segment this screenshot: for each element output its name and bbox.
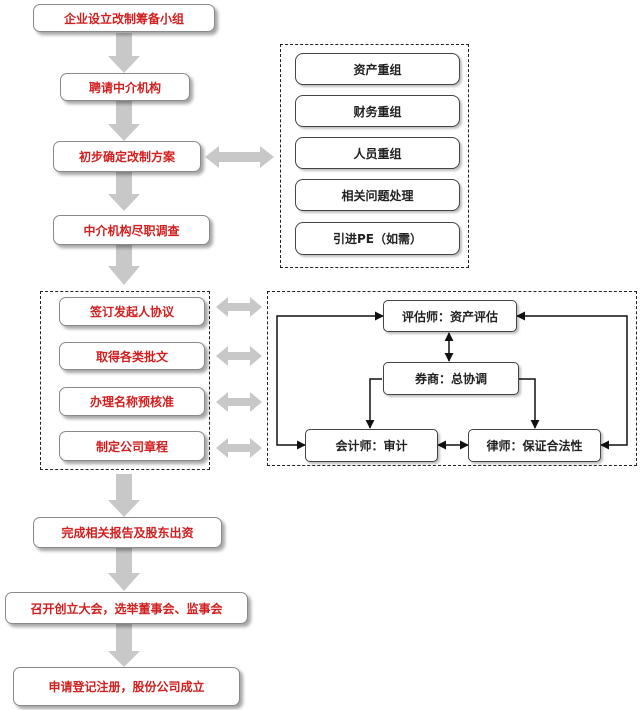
step-due-diligence: 中介机构尽职调查 bbox=[53, 215, 210, 245]
down-arrow bbox=[108, 33, 140, 73]
step-founding-meeting: 召开创立大会，选举董事会、监事会 bbox=[5, 592, 248, 624]
down-arrows bbox=[108, 33, 140, 667]
item-personnel-restructure: 人员重组 bbox=[295, 137, 460, 169]
item-introduce-pe: 引进PE（如需） bbox=[295, 222, 460, 255]
item-related-issues: 相关问题处理 bbox=[295, 179, 460, 211]
link-appraiser-accountant bbox=[276, 311, 384, 450]
step-reports-and-capital: 完成相关报告及股东出资 bbox=[33, 517, 222, 548]
double-arrow bbox=[205, 146, 274, 168]
down-arrow bbox=[108, 172, 140, 211]
double-arrow bbox=[216, 346, 262, 366]
down-arrow bbox=[108, 245, 140, 285]
down-arrow bbox=[108, 624, 140, 667]
item-financial-restructure: 财务重组 bbox=[295, 95, 460, 127]
agency-group-frame bbox=[267, 291, 637, 466]
double-arrow bbox=[216, 392, 262, 412]
left-group-frame bbox=[40, 291, 210, 470]
agency-appraiser: 评估师：资产评估 bbox=[383, 300, 517, 332]
item-obtain-approvals: 取得各类批文 bbox=[59, 342, 205, 370]
link-appraiser-lawyer bbox=[516, 311, 628, 450]
double-arrow bbox=[216, 297, 262, 317]
restructure-group-frame bbox=[280, 44, 469, 268]
step-registration: 申请登记注册，股份公司成立 bbox=[13, 667, 240, 706]
item-name-preapproval: 办理名称预核准 bbox=[59, 387, 205, 416]
double-arrow bbox=[216, 438, 262, 458]
agency-lawyer: 律师：保证合法性 bbox=[468, 429, 601, 462]
down-arrow bbox=[108, 474, 140, 517]
step-setup-prep-team: 企业设立改制筹备小组 bbox=[33, 4, 215, 32]
item-sign-promoter-agreement: 签订发起人协议 bbox=[59, 297, 205, 326]
agency-broker: 券商：总协调 bbox=[383, 362, 519, 395]
item-asset-restructure: 资产重组 bbox=[295, 53, 460, 85]
agency-accountant: 会计师：审计 bbox=[305, 429, 438, 462]
agency-links bbox=[276, 311, 628, 450]
double-arrows bbox=[205, 146, 274, 458]
down-arrow bbox=[108, 548, 140, 591]
item-articles-of-association: 制定公司章程 bbox=[59, 431, 205, 461]
step-hire-intermediaries: 聘请中介机构 bbox=[60, 73, 190, 101]
down-arrow bbox=[108, 101, 140, 141]
step-preliminary-plan: 初步确定改制方案 bbox=[53, 141, 201, 172]
